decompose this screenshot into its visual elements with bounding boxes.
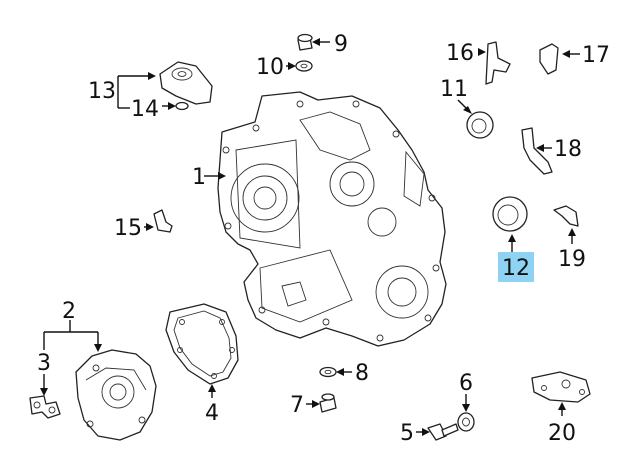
leader-14 [118, 102, 176, 110]
leader-11 [457, 99, 472, 114]
leader-3 [40, 332, 48, 396]
leader-5 [416, 428, 430, 436]
leader-7 [306, 400, 320, 408]
leader-16 [478, 48, 486, 56]
small-bracket [29, 395, 61, 419]
callout-18: 18 [554, 137, 582, 162]
callout-3: 3 [37, 351, 51, 376]
leader-8 [336, 368, 352, 376]
filler-plug [297, 33, 313, 51]
leader-13 [117, 72, 156, 108]
callout-15: 15 [114, 216, 142, 241]
bolt [427, 423, 459, 441]
o-ring [175, 101, 189, 111]
callout-20: 20 [548, 421, 576, 446]
callout-1: 1 [192, 165, 206, 190]
drain-plug [319, 393, 337, 413]
bracket-17 [539, 43, 559, 75]
bracket-18 [521, 127, 553, 175]
callout-6: 6 [459, 371, 473, 396]
callout-8: 8 [355, 361, 369, 386]
clip-15 [153, 209, 173, 233]
bracket-16 [485, 41, 511, 85]
callout-10: 10 [256, 55, 284, 80]
callout-7: 7 [290, 393, 304, 418]
leader-19 [568, 228, 576, 244]
callout-4: 4 [205, 401, 219, 426]
callout-17: 17 [582, 43, 610, 68]
leader-20 [558, 402, 566, 416]
callout-16: 16 [446, 41, 474, 66]
leader-9 [312, 38, 330, 46]
leader-1 [204, 172, 226, 180]
leader-12 [508, 234, 516, 252]
callout-19: 19 [558, 247, 586, 272]
bracket-plate-20 [531, 371, 591, 403]
callout-2: 2 [62, 299, 76, 324]
callout-12: 12 [502, 256, 530, 281]
callout-14: 14 [131, 97, 159, 122]
oil-seal-12 [492, 196, 528, 232]
transmission-case [217, 91, 447, 347]
callout-9: 9 [334, 32, 348, 57]
callout-11: 11 [440, 77, 468, 102]
leader-15 [144, 223, 154, 231]
leader-4 [208, 384, 216, 398]
callout-13: 13 [88, 79, 116, 104]
pump-housing [75, 349, 157, 441]
clip-19 [553, 205, 579, 227]
leader-6 [462, 394, 470, 412]
gasket [165, 303, 239, 385]
leader-2 [44, 320, 102, 352]
sealing-washer [319, 366, 337, 378]
gasket-ring [295, 60, 313, 72]
callout-5: 5 [400, 421, 414, 446]
leader-18 [536, 144, 552, 152]
leader-10 [286, 62, 296, 70]
oil-seal-11 [466, 111, 494, 139]
leader-17 [562, 50, 580, 58]
engine-mount [159, 61, 213, 105]
washer [457, 412, 475, 432]
callout-12-highlight [498, 252, 534, 282]
